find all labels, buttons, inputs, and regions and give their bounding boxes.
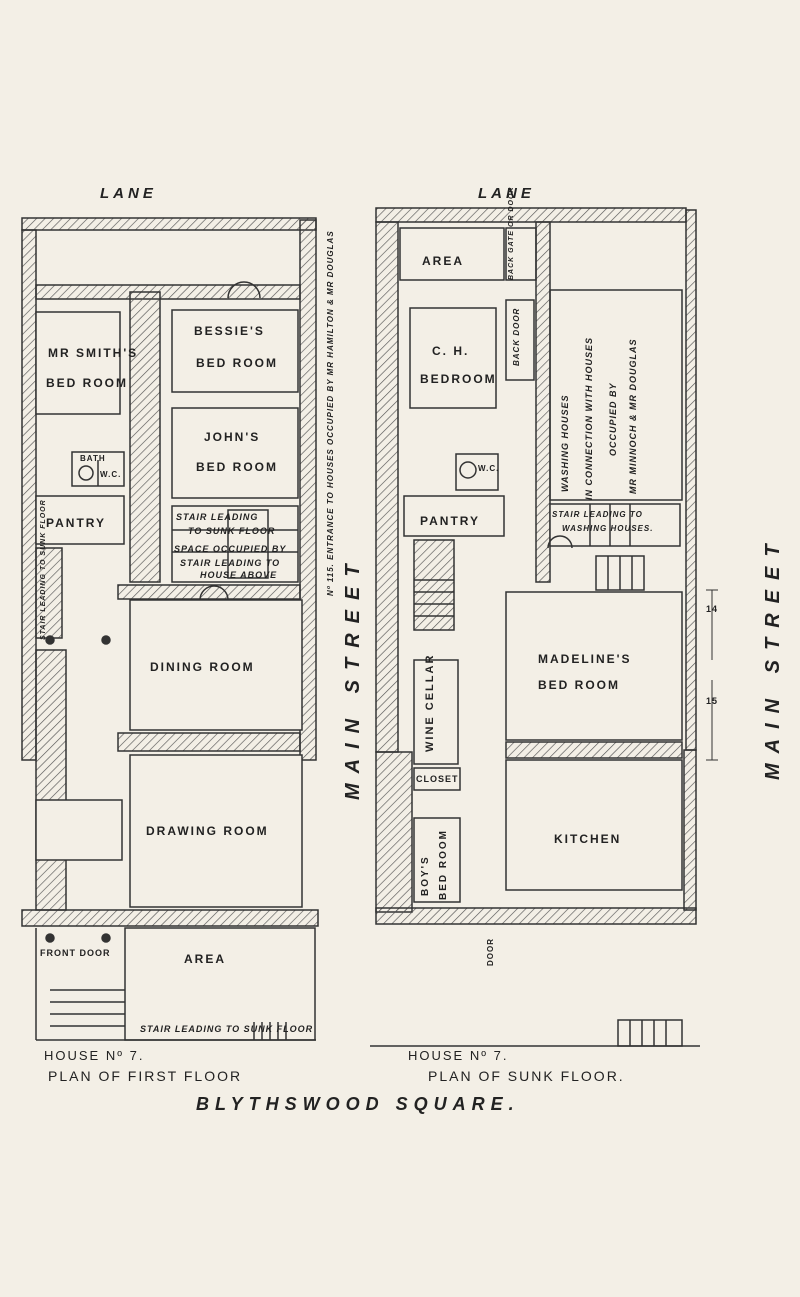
wash-note-4: MR MINNOCH & MR DOUGLAS [628,338,638,495]
wash-stair-note-1: STAIR LEADING TO [552,510,643,519]
pantry-label-sunk: PANTRY [420,514,480,528]
area-label-sunk: AREA [422,254,465,268]
mr-smith-room-label: MR SMITH'S [48,346,139,360]
kitchen-label: KITCHEN [554,832,622,846]
mr-smith-room-label-2: BED ROOM [46,376,128,390]
first-floor-plan [21,217,319,1041]
lane-label-right: LANE [478,185,535,202]
area-label-first: AREA [184,952,227,966]
bath-label: BATH [80,454,106,463]
bessie-room-label: BESSIE'S [194,324,265,338]
pantry-label-first: PANTRY [46,516,106,530]
main-street-right: MAIN STREET [762,534,784,780]
door-label-sunk: DOOR [486,938,495,966]
wash-stair-note-2: WASHING HOUSES. [562,524,654,533]
space-note-2: STAIR LEADING TO [180,558,281,568]
lane-label-left: LANE [100,185,157,202]
madeline-label: MADELINE'S [538,652,632,666]
house-label-sunk: HOUSE Nº 7. [408,1048,509,1063]
plan-title-sunk: PLAN OF SUNK FLOOR. [428,1068,625,1084]
back-door-label: BACK DOOR [512,307,521,366]
john-room-label-2: BED ROOM [196,460,278,474]
dining-room-label: DINING ROOM [150,660,255,674]
wine-cellar-label: WINE CELLAR [424,653,436,752]
wash-note-3: OCCUPIED BY [608,382,618,456]
main-street-center: MAIN STREET [342,554,364,800]
stair-note-1: STAIR LEADING [176,512,259,522]
wash-note-1: WASHING HOUSES [560,394,570,492]
dimension-15: 15 [706,696,719,706]
entrance-note: Nº 115. ENTRANCE TO HOUSES OCCUPIED BY M… [326,230,335,596]
closet-label: CLOSET [416,774,459,784]
ch-bedroom-label: BEDROOM [420,372,497,386]
drawing-room-label: DRAWING ROOM [146,824,269,838]
back-gate-label: BACK GATE OR DOOR [508,186,515,280]
wc-label-first: W.C. [100,470,122,479]
front-door-label: FRONT DOOR [40,948,111,958]
sunk-floor-plan [370,207,718,1047]
wash-note-2: IN CONNECTION WITH HOUSES [584,336,594,500]
plan-title-first: PLAN OF FIRST FLOOR [48,1068,243,1084]
bessie-room-label-2: BED ROOM [196,356,278,370]
madeline-bedroom-label: BED ROOM [538,678,620,692]
stair-side-note: STAIR LEADING TO SUNK FLOOR [40,499,47,640]
dimension-14: 14 [706,604,719,614]
boys-bedroom-label: BED ROOM [438,829,449,900]
boys-label: BOY'S [420,855,431,896]
space-note-1: SPACE OCCUPIED BY [174,544,287,554]
ch-label: C. H. [432,344,470,358]
wc-label-sunk: W.C. [478,464,500,473]
house-label-first: HOUSE Nº 7. [44,1048,145,1063]
stair-sunk-note: STAIR LEADING TO SUNK FLOOR [140,1024,314,1034]
space-note-3: HOUSE ABOVE [200,570,278,580]
john-room-label: JOHN'S [204,430,261,444]
footer-title: BLYTHSWOOD SQUARE. [196,1094,520,1114]
stair-note-2: TO SUNK FLOOR [188,526,276,536]
